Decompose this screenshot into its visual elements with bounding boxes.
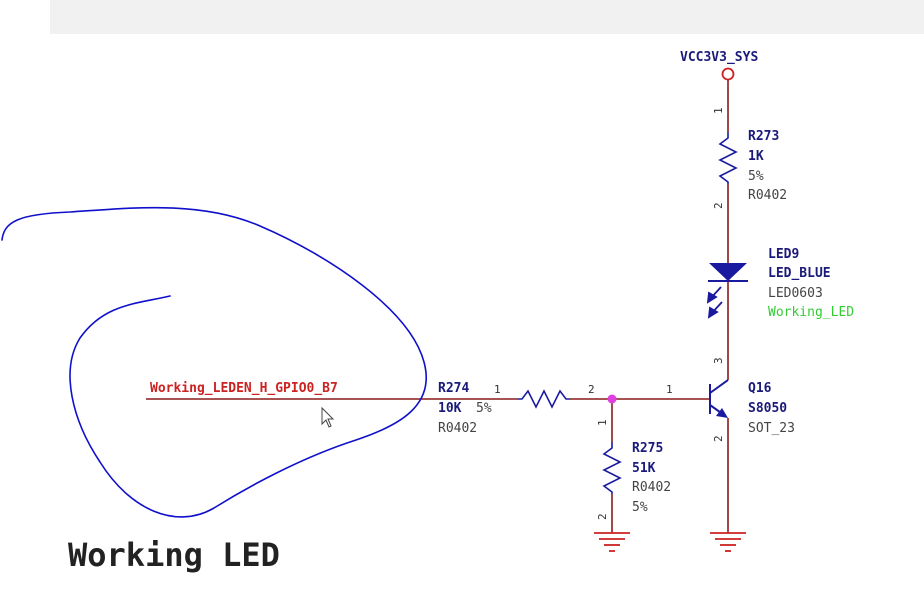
top-toolbar-strip: [50, 0, 924, 34]
net-label: Working_LEDEN_H_GPIO0_B7: [150, 381, 338, 396]
r274-pin1: 1: [494, 383, 501, 396]
r274-resistor-symbol: [518, 389, 570, 409]
r275-ref: R275: [632, 441, 663, 456]
ground-symbol-q16: [710, 532, 746, 552]
q16-ref: Q16: [748, 381, 772, 396]
r274-value: 10K: [438, 401, 462, 416]
r275-tolerance: 5%: [632, 500, 648, 515]
q16-package: SOT_23: [748, 421, 795, 436]
led9-net: Working_LED: [768, 305, 854, 320]
r273-pin1: 1: [712, 107, 725, 114]
led-emission-arrows-icon: [706, 286, 723, 319]
led9-value: LED_BLUE: [768, 266, 831, 281]
wires: [146, 80, 729, 533]
led9-diode-symbol: [708, 263, 748, 282]
r273-pin2: 2: [712, 202, 725, 209]
q16-pin3: 3: [712, 357, 725, 364]
page-title: Working LED: [68, 536, 280, 574]
r273-tolerance: 5%: [748, 169, 764, 184]
q16-transistor-symbol: [709, 379, 729, 418]
ground-symbol-r275: [594, 532, 630, 552]
r275-pin1: 1: [596, 419, 609, 426]
r275-package: R0402: [632, 480, 671, 495]
led9-ref: LED9: [768, 247, 799, 262]
vcc-symbol: [721, 67, 735, 81]
led9-package: LED0603: [768, 286, 823, 301]
mouse-cursor-icon: [321, 406, 335, 428]
junction-dot: [607, 394, 617, 404]
q16-pin1: 1: [666, 383, 673, 396]
r274-ref: R274: [438, 381, 469, 396]
r274-package: R0402: [438, 421, 477, 436]
vcc-label: VCC3V3_SYS: [680, 50, 758, 65]
hand-drawn-annotation: [1, 206, 427, 518]
r273-package: R0402: [748, 188, 787, 203]
q16-value: S8050: [748, 401, 787, 416]
r274-pin2: 2: [588, 383, 595, 396]
r273-value: 1K: [748, 149, 764, 164]
r273-ref: R273: [748, 129, 779, 144]
r274-tolerance: 5%: [476, 401, 492, 416]
q16-pin2: 2: [712, 435, 725, 442]
r275-pin2: 2: [596, 513, 609, 520]
r275-value: 51K: [632, 461, 656, 476]
r275-resistor-symbol: [602, 442, 622, 494]
r273-resistor-symbol: [718, 132, 738, 184]
